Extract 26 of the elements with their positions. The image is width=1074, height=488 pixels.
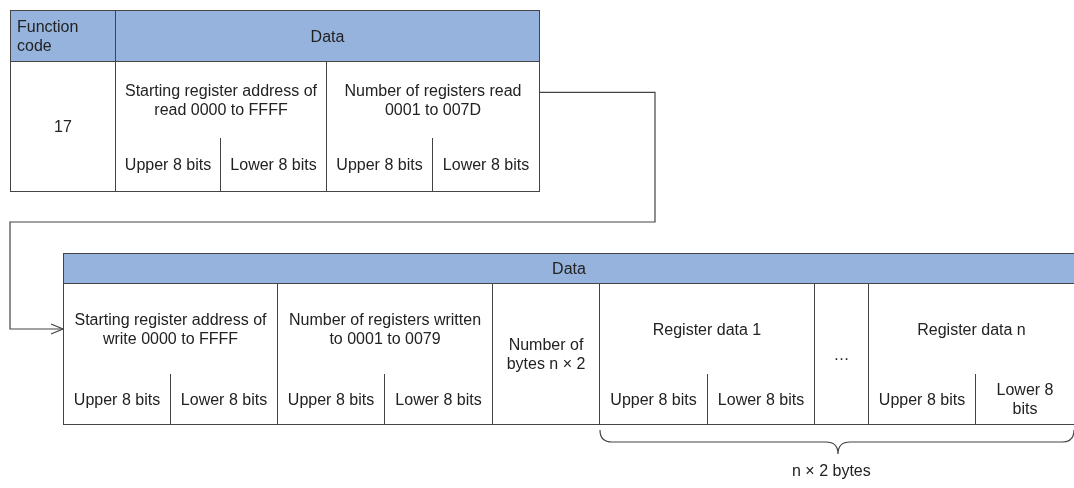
table-cell: Lower 8 bits xyxy=(221,138,327,192)
table-cell: Lower 8 bits xyxy=(385,374,493,425)
table-cell: Number of registers read 0001 to 007D xyxy=(327,62,540,138)
table-cell: … xyxy=(815,284,869,425)
table-cell: Number of bytes n × 2 xyxy=(493,284,600,425)
table-cell: Lower 8 bits xyxy=(976,374,1074,425)
header-cell: Function code xyxy=(10,10,116,62)
arrow xyxy=(9,91,656,335)
table-cell: Register data n xyxy=(869,284,1074,374)
table-cell: Lower 8 bits xyxy=(433,138,540,192)
table-cell: Lower 8 bits xyxy=(171,374,278,425)
span-label: n × 2 bytes xyxy=(792,462,871,480)
table-cell: Upper 8 bits xyxy=(869,374,976,425)
table-cell: Upper 8 bits xyxy=(63,374,171,425)
table-cell: Upper 8 bits xyxy=(116,138,221,192)
table-cell: Starting register address of write 0000 to FFFF xyxy=(63,284,278,374)
header-cell: Data xyxy=(63,253,1074,284)
table-cell: Upper 8 bits xyxy=(278,374,385,425)
table-cell: Lower 8 bits xyxy=(708,374,815,425)
table-cell: Number of registers written to 0001 to 0079 xyxy=(278,284,493,374)
table-cell: Upper 8 bits xyxy=(327,138,433,192)
table-cell: 17 xyxy=(10,62,116,192)
table-cell: Upper 8 bits xyxy=(600,374,708,425)
table-cell: Register data 1 xyxy=(600,284,815,374)
header-cell: Data xyxy=(116,10,540,62)
table-cell: Starting register address of read 0000 to FFFF xyxy=(116,62,327,138)
